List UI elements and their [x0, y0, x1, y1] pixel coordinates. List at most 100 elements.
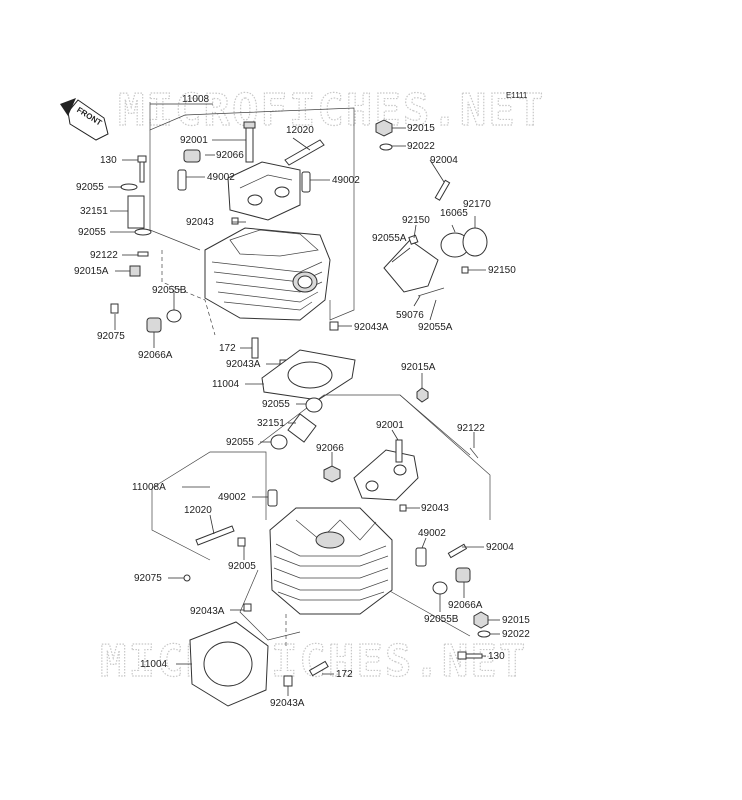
label-49002-c: 49002	[218, 492, 246, 503]
label-92055A: 92055A	[372, 233, 407, 244]
nut-92015-bottom	[473, 611, 489, 629]
pin-92122-top	[137, 251, 149, 257]
label-92022: 92022	[407, 141, 435, 152]
gasket-11004-top	[261, 349, 356, 401]
label-92066A: 92066A	[138, 350, 173, 361]
label-92043A-2: 92043A	[226, 359, 261, 370]
gasket-11004-bottom	[189, 621, 269, 707]
stud-172-bottom	[308, 660, 329, 677]
label-16065: 16065	[440, 208, 468, 219]
label-92022-b: 92022	[502, 629, 530, 640]
label-92015-b: 92015	[502, 615, 530, 626]
stud-92004-bottom	[447, 543, 468, 559]
rocker-holder-top	[227, 161, 301, 221]
label-92055B: 92055B	[152, 285, 187, 296]
label-92055-c: 92055	[262, 399, 290, 410]
label-92043A: 92043A	[354, 322, 389, 333]
label-92043-b: 92043	[421, 503, 449, 514]
label-59076: 59076	[396, 310, 424, 321]
label-92043: 92043	[186, 217, 214, 228]
label-92043A-b: 92043A	[190, 606, 225, 617]
label-32151: 32151	[80, 206, 108, 217]
intake-cover-top	[383, 227, 488, 297]
diagram-code: E1111	[506, 91, 528, 100]
label-12020: 12020	[286, 125, 314, 136]
label-92001: 92001	[180, 135, 208, 146]
pin-92043-bottom	[399, 504, 407, 512]
oring-92055B-top	[166, 309, 182, 323]
label-92055-a: 92055	[76, 182, 104, 193]
nut-92015A-top	[129, 265, 141, 277]
plug-92005-bottom	[237, 537, 246, 547]
oring-92055a-top	[120, 183, 138, 191]
bolt-130-top	[137, 155, 147, 183]
plug-92066A-bottom	[455, 567, 471, 583]
bottom-assembly: 92015A 92055 32151 92122 92055 92001 920…	[132, 362, 530, 709]
nut-92015A-bottom	[416, 387, 429, 403]
label-92055-b: 92055	[78, 227, 106, 238]
label-172-b: 172	[336, 669, 353, 680]
pin-92122-bottom	[469, 447, 479, 459]
tappet-49002a-top	[177, 169, 187, 191]
label-92150-b: 92150	[488, 265, 516, 276]
oring-92055a-bottom	[305, 397, 323, 413]
pin-92043A-bottom	[243, 603, 252, 612]
stud-92004-top	[434, 179, 451, 201]
tappet-49002a-bottom	[267, 489, 278, 507]
front-arrow-icon: FRONT	[60, 98, 109, 141]
label-92055-d: 92055	[226, 437, 254, 448]
pin-92043-top	[231, 217, 239, 225]
pin-92043A-top	[329, 321, 339, 331]
watermark-bottom: MICROFICHES.NET	[100, 636, 527, 687]
label-92004: 92004	[430, 155, 458, 166]
nut-92015-top	[375, 119, 393, 137]
pin-92075-top	[110, 303, 119, 314]
bolt-92001-bottom	[395, 439, 403, 463]
label-92055B-b: 92055B	[424, 614, 459, 625]
plug-92066-bottom	[323, 465, 341, 483]
pipe-32151-top	[127, 195, 145, 229]
label-11004-b: 11004	[140, 659, 168, 670]
label-92066A-b: 92066A	[448, 600, 483, 611]
oring-92055b-top	[134, 228, 152, 236]
label-32151-b: 32151	[257, 418, 285, 429]
label-92066: 92066	[216, 150, 244, 161]
oring-92055b-bottom	[270, 434, 288, 450]
cylinder-head-bottom	[269, 507, 393, 615]
label-92005: 92005	[228, 561, 256, 572]
cylinder-head-top	[204, 227, 331, 321]
label-92075-b: 92075	[134, 573, 162, 584]
pin-92075-bottom	[183, 574, 191, 582]
pin-92043A2-bottom	[283, 675, 293, 687]
oring-92055B-bottom	[432, 581, 448, 595]
label-130-b: 130	[488, 651, 505, 662]
tappet-49002b-bottom	[415, 547, 427, 567]
washer-92022-bottom	[477, 630, 491, 638]
label-92075: 92075	[97, 331, 125, 342]
plug-92066-top	[183, 149, 201, 163]
washer-92022-top	[379, 143, 393, 151]
label-92004-b: 92004	[486, 542, 514, 553]
label-49002-a: 49002	[207, 172, 235, 183]
label-92015: 92015	[407, 123, 435, 134]
label-172: 172	[219, 343, 236, 354]
label-92015A: 92015A	[74, 266, 109, 277]
watermark-top: MICROFICHES.NET	[118, 85, 545, 136]
label-92122: 92122	[90, 250, 118, 261]
label-11004: 11004	[212, 379, 240, 390]
label-130: 130	[100, 155, 117, 166]
label-92055A-2: 92055A	[418, 322, 453, 333]
label-92150-a: 92150	[402, 215, 430, 226]
rocker-holder-bottom	[353, 449, 419, 501]
stud-172-top	[251, 337, 259, 359]
label-49002-d: 49002	[418, 528, 446, 539]
tappet-49002b-top	[301, 171, 311, 193]
plug-92066A-top	[146, 317, 162, 333]
label-92001-b: 92001	[376, 420, 404, 431]
pipe-32151-bottom	[287, 413, 317, 443]
shaft-12020-top	[284, 139, 325, 166]
label-49002-b: 49002	[332, 175, 360, 186]
label-11008: 11008	[182, 94, 210, 105]
label-92066-b: 92066	[316, 443, 344, 454]
